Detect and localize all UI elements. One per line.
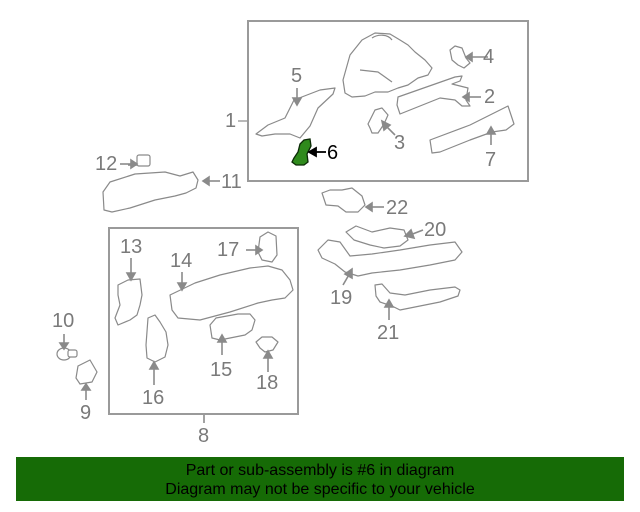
part-19 [317, 239, 463, 277]
callout-13[interactable]: 13 [120, 236, 143, 258]
callout-8[interactable]: 8 [198, 425, 210, 447]
part-16 [145, 314, 169, 363]
banner-line-1: Part or sub-assembly is #6 in diagram [185, 462, 455, 479]
part-11 [102, 171, 199, 213]
callout-11[interactable]: 11 [221, 171, 242, 193]
callout-1[interactable]: 1 [225, 110, 237, 132]
part-4 [449, 45, 471, 69]
part-15 [209, 313, 256, 341]
part-13 [114, 278, 143, 326]
banner-line-2: Diagram may not be specific to your vehi… [165, 481, 475, 498]
callout-3[interactable]: 3 [394, 132, 406, 154]
callout-18[interactable]: 18 [256, 372, 279, 394]
part-7 [429, 105, 515, 154]
callout-16[interactable]: 16 [142, 387, 165, 409]
callout-4[interactable]: 4 [483, 46, 495, 68]
diagram-notice-banner: Part or sub-assembly is #6 in diagram Di… [16, 457, 624, 501]
callout-14[interactable]: 14 [170, 250, 193, 272]
callout-17[interactable]: 17 [217, 239, 240, 261]
part-17 [257, 231, 278, 263]
part-12 [136, 154, 151, 167]
part-9 [75, 359, 98, 385]
callout-19[interactable]: 19 [330, 287, 353, 309]
callout-12[interactable]: 12 [95, 153, 118, 175]
callout-2[interactable]: 2 [484, 86, 496, 108]
part-5 [255, 87, 336, 139]
callout-9[interactable]: 9 [80, 402, 92, 424]
part-20 [345, 225, 409, 249]
callout-6[interactable]: 6 [327, 142, 339, 164]
part-18 [255, 336, 279, 353]
part-6-highlighted [291, 138, 312, 166]
callout-20[interactable]: 20 [424, 219, 447, 241]
part-14 [169, 265, 294, 321]
part-2 [396, 75, 471, 115]
callout-7[interactable]: 7 [485, 149, 497, 171]
callout-22[interactable]: 22 [386, 197, 409, 219]
callout-5[interactable]: 5 [291, 65, 303, 87]
part-wheelhouse [342, 32, 433, 98]
callout-10[interactable]: 10 [52, 310, 75, 332]
callout-15[interactable]: 15 [210, 359, 233, 381]
callout-21[interactable]: 21 [377, 322, 400, 344]
part-21 [374, 283, 461, 311]
part-22 [321, 187, 366, 213]
